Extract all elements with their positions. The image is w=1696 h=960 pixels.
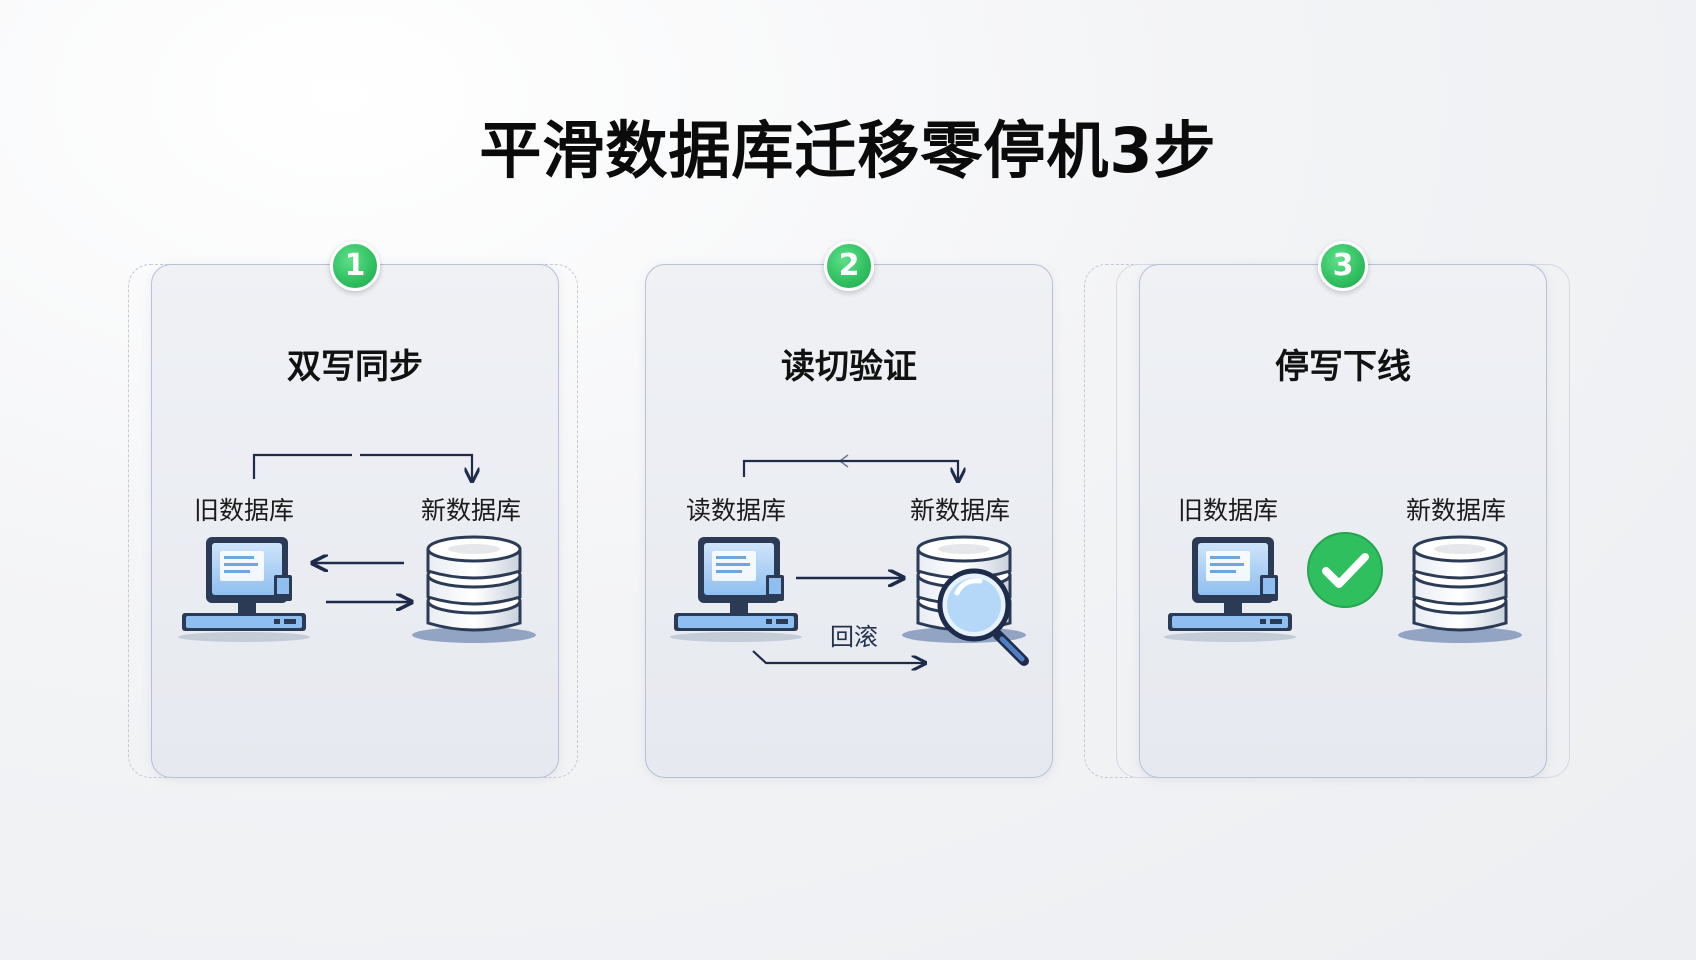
- old-db-label: 旧数据库: [194, 496, 295, 525]
- step-card-1: 1 双写同步 旧数据库 新数据库: [151, 241, 559, 778]
- read-db-label: 读数据库: [686, 496, 787, 525]
- step-title: 双写同步: [287, 347, 423, 387]
- magnifier-icon: [937, 568, 1029, 666]
- checkmark-icon: [1307, 532, 1383, 608]
- dual-write-diagram: [178, 453, 538, 645]
- read-switch-diagram: [670, 454, 1029, 779]
- new-db-label: 新数据库: [421, 496, 522, 525]
- step-number-badge: 1: [330, 241, 380, 291]
- step-number-badge: 2: [824, 241, 874, 291]
- sync-arrow: [252, 453, 472, 480]
- step-title: 读切验证: [781, 347, 917, 387]
- database-icon: [410, 535, 538, 645]
- computer-icon: [670, 537, 802, 642]
- computer-icon: [178, 537, 310, 642]
- switch-arrow: [742, 454, 958, 480]
- stop-write-diagram: [1164, 532, 1524, 645]
- rollback-label: 回滚: [830, 623, 878, 651]
- new-db-label: 新数据库: [1406, 496, 1507, 525]
- step-title: 停写下线: [1275, 347, 1411, 387]
- old-db-label: 旧数据库: [1178, 496, 1279, 525]
- step-number-badge: 3: [1318, 241, 1368, 291]
- step-card-2: 2 读切验证 读数据库 新数据库 回滚: [645, 241, 1053, 779]
- step-card-3: 3 停写下线 旧数据库 新数据库: [1139, 241, 1547, 778]
- database-icon: [1396, 535, 1524, 645]
- new-db-label: 新数据库: [910, 496, 1011, 525]
- rollback-arrow: [752, 650, 924, 663]
- page-title: 平滑数据库迁移零停机3步: [479, 114, 1217, 187]
- computer-icon: [1164, 537, 1296, 642]
